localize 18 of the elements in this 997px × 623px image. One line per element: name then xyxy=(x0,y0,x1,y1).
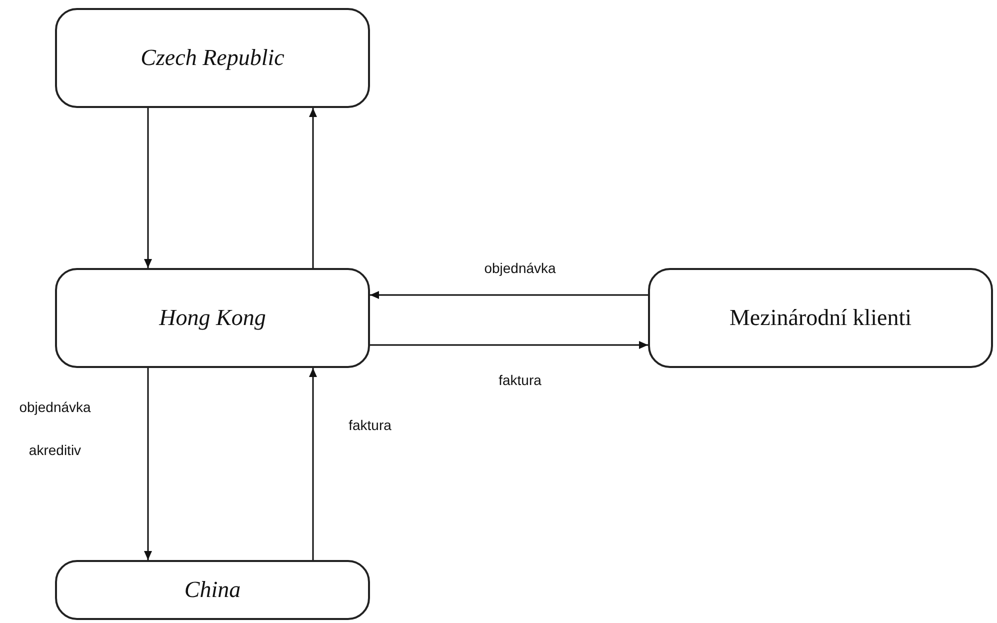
process-box xyxy=(55,268,370,368)
edge-label: objednávka akreditiv xyxy=(18,398,92,460)
edge-label: faktura xyxy=(348,416,392,435)
arrow xyxy=(370,291,648,299)
arrow xyxy=(309,368,317,560)
process-box xyxy=(55,8,370,108)
arrow xyxy=(370,341,648,349)
process-box xyxy=(648,268,993,368)
arrow xyxy=(144,108,152,268)
box-label: China xyxy=(184,576,241,604)
box-label: Czech Republic xyxy=(140,44,284,72)
process-box xyxy=(55,560,370,620)
box-label: Mezinárodní klienti xyxy=(729,304,912,332)
arrow xyxy=(309,108,317,268)
box-label: Hong Kong xyxy=(159,304,266,332)
edge-label: objednávka xyxy=(483,259,557,278)
arrow xyxy=(144,368,152,560)
edge-label: faktura xyxy=(498,371,542,390)
